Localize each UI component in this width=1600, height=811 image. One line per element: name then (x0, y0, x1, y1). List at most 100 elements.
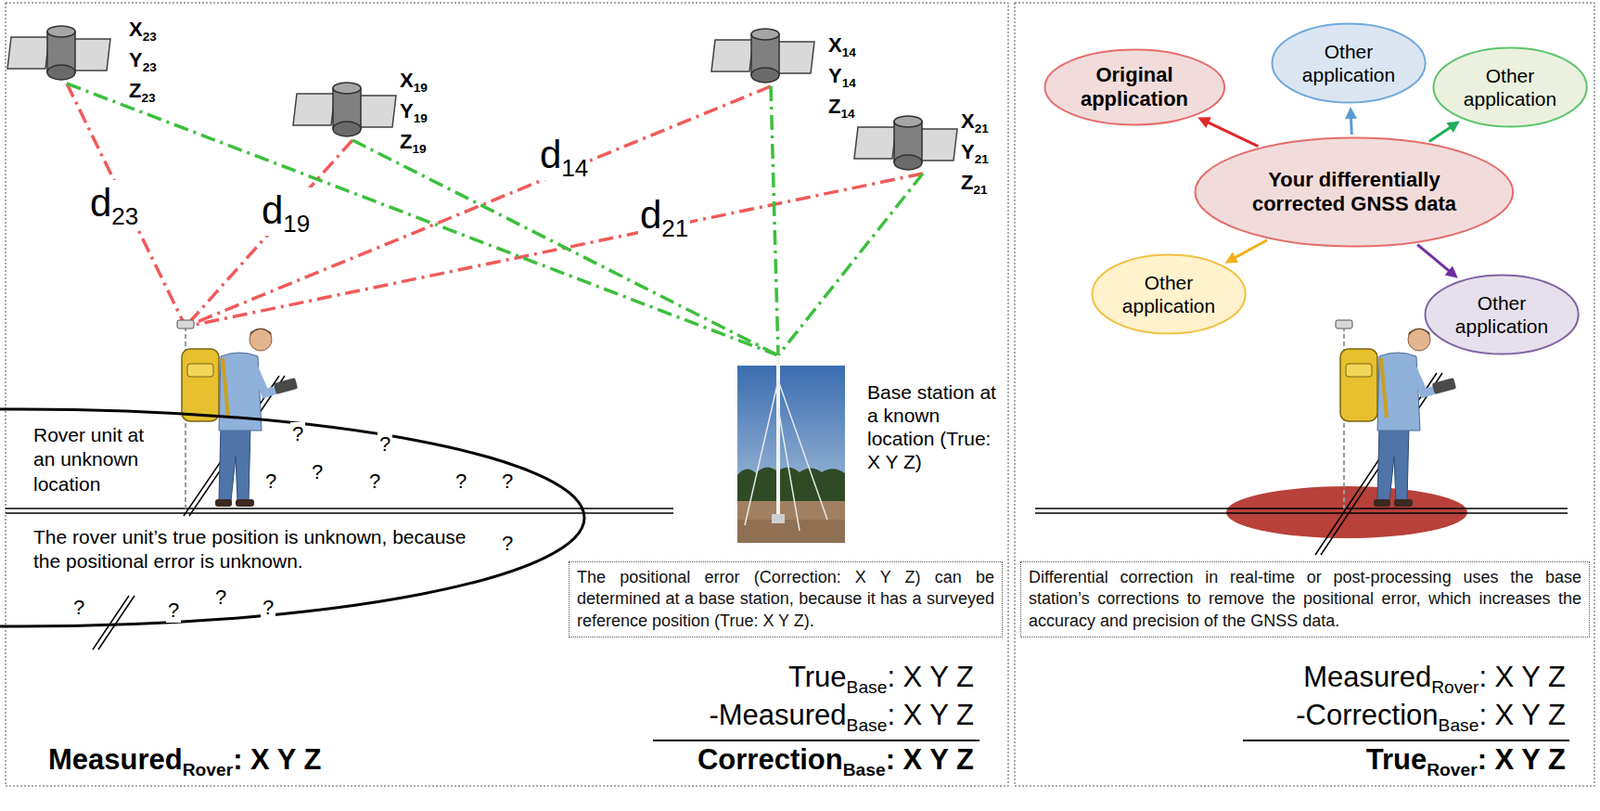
question-mark: ? (73, 595, 85, 619)
question-mark-group: ? (453, 469, 469, 494)
coordinate-label: 19 (413, 80, 428, 95)
station-note: Base station at a known location (True: … (867, 381, 997, 474)
note-text: Differential correction in real-time or … (1028, 566, 1582, 632)
ellipse-outline (1270, 22, 1427, 104)
ellipse-text-wrap: Other application (1423, 273, 1580, 356)
connector-line (1349, 116, 1354, 135)
question-mark: ? (501, 531, 513, 555)
question-mark-group: ? (367, 469, 383, 494)
region-text: Rover unit at an unknown location (33, 422, 171, 497)
equation-term: : X Y Z (1477, 742, 1566, 776)
station-note-group: Base station at a known location (True: … (865, 380, 999, 474)
coordinate-label: 19 (411, 141, 426, 156)
ellipse-text: Other application (1459, 64, 1562, 111)
application-ellipse: Other application (1270, 22, 1427, 104)
equation-term: Base (1438, 715, 1480, 735)
panel-border (1014, 2, 1595, 786)
coordinate-label: Z (399, 129, 412, 154)
range-label: 19 (282, 209, 310, 238)
connector-line (1206, 121, 1258, 146)
ellipse-line (0, 409, 585, 627)
application-ellipse: Other application (1432, 46, 1588, 128)
coordinate-label-group: Z23 (127, 78, 158, 105)
range-label-group: d21 (638, 192, 691, 241)
coordinate-label: Y (960, 140, 975, 164)
equation-term: Correction (697, 742, 844, 776)
question-mark-group: ? (377, 432, 393, 457)
base-station-photo (737, 355, 845, 543)
coordinate-label: Z (960, 170, 973, 194)
question-mark: ? (501, 469, 513, 493)
ellipse-outline (1423, 273, 1580, 356)
equation-term-group: TrueRover: X Y Z (1364, 742, 1568, 779)
range-label-group: d14 (537, 131, 590, 180)
question-mark-group: ? (309, 460, 325, 485)
question-mark: ? (167, 598, 180, 622)
equation-term-group: MeasuredRover: X Y Z (46, 742, 324, 779)
question-mark-group: ? (290, 422, 306, 447)
range-label: 14 (561, 153, 589, 182)
range-label: 21 (661, 214, 689, 243)
coordinate-label: Y (828, 64, 843, 88)
coordinate-label: 23 (140, 90, 155, 105)
arrow-head (1446, 120, 1460, 133)
coordinate-label: X (828, 33, 843, 57)
ellipse-text: Other application (1297, 39, 1400, 87)
sum-rule (1242, 739, 1570, 742)
coordinate-label-group: Y21 (959, 140, 991, 167)
question-mark-group: ? (260, 595, 276, 620)
coordinate-label: 14 (842, 76, 857, 90)
question-mark: ? (455, 469, 467, 493)
equation-term-group: TrueBase: X Y Z (786, 659, 976, 696)
question-mark: ? (262, 595, 274, 619)
coordinate-label: Y (399, 99, 414, 123)
coordinate-label-group: X23 (127, 17, 159, 44)
ellipse-text-wrap: Other application (1432, 46, 1588, 128)
equation-term: Base (846, 677, 888, 697)
note-text: The positional error (Correction: X Y Z)… (576, 566, 995, 632)
equation-term: Measured (1303, 660, 1432, 693)
coordinate-label-group: Z19 (397, 129, 429, 156)
question-mark-group: ? (263, 469, 279, 494)
connector-arrow (1197, 116, 1258, 146)
coordinate-label: Z (828, 94, 841, 118)
range-line (66, 83, 923, 356)
equation-term-group: MeasuredRover: X Y Z (1301, 659, 1568, 696)
question-mark: ? (369, 469, 381, 493)
question-mark: ? (311, 460, 323, 484)
equation-term: Base (843, 759, 886, 780)
coordinate-label: 14 (840, 106, 855, 121)
coordinate-label: 23 (142, 60, 157, 75)
coordinate-label-group: Y19 (397, 99, 430, 126)
equation-term: Rover (182, 759, 233, 780)
coordinate-label-group: X21 (959, 109, 991, 136)
range-label: d (89, 180, 112, 225)
connector-line (1417, 244, 1450, 272)
connector-arrow (1417, 244, 1459, 279)
arrow-head (1197, 116, 1212, 128)
ellipse-text-wrap: Original application (1043, 48, 1227, 127)
ellipse-outline (1432, 46, 1588, 128)
ellipse-text: Original application (1074, 63, 1195, 113)
range-label-group: d23 (88, 179, 141, 229)
ellipse-shape (1091, 255, 1245, 334)
coordinate-label-group: Y14 (826, 64, 858, 90)
question-mark-group: ? (499, 531, 515, 556)
question-mark-group: ? (213, 585, 229, 610)
note-box: The positional error (Correction: X Y Z)… (568, 561, 1003, 638)
equation-term: : X Y Z (1478, 698, 1566, 731)
ellipse-outline (1090, 253, 1247, 335)
coordinate-label: X (128, 17, 143, 41)
satellite-symbol (293, 82, 397, 137)
coordinate-label: 21 (974, 152, 989, 167)
coordinate-label-group: X14 (826, 33, 858, 60)
equation-term-group: CorrectionBase: X Y Z (695, 742, 976, 779)
coordinate-label: X (960, 109, 975, 133)
range-label-group: d19 (259, 187, 312, 236)
range-label: 23 (111, 202, 139, 231)
equation-term: True (1366, 742, 1427, 776)
equation-term: Measured (48, 742, 183, 776)
connector-arrow (1225, 240, 1268, 264)
satellite-symbol (711, 28, 815, 83)
